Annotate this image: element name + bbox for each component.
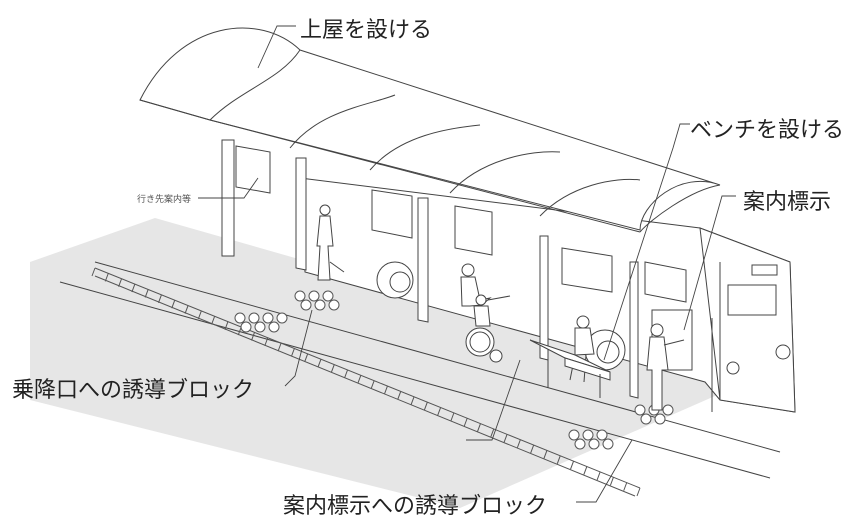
label-boarding-guide-block: 乗降口への誘導ブロック (12, 378, 255, 403)
tactile-tick (609, 477, 614, 486)
leader-bench (603, 123, 690, 361)
warning-blocks-boarding (234, 290, 340, 333)
tactile-tick (91, 267, 96, 277)
tactile-tick (264, 337, 269, 346)
tactile-tick (370, 380, 375, 389)
label-roof: 上屋を設ける (300, 18, 433, 43)
tactile-tick (570, 460, 575, 470)
tactile-tick (197, 310, 202, 320)
tactile-tick (344, 369, 349, 379)
tactile-tick (503, 434, 508, 443)
warning-blocks-sign (568, 404, 674, 450)
tactile-tick (224, 321, 229, 330)
tactile-tick (357, 375, 362, 384)
tactile-tick (450, 412, 455, 422)
tactile-tick (583, 466, 588, 475)
tactile-tick (490, 428, 495, 438)
person-at-door (316, 204, 345, 281)
tactile-tick (211, 316, 216, 325)
tactile-tick (636, 487, 641, 497)
tactile-tick (437, 407, 442, 416)
tactile-tick (277, 342, 282, 352)
tactile-tick (251, 332, 255, 341)
destination-sign-board (235, 145, 271, 194)
tactile-tick (144, 289, 149, 298)
bench (529, 339, 611, 398)
wheelchair-user (465, 294, 511, 363)
tactile-tick (623, 482, 628, 491)
curb-line-2 (59, 281, 771, 479)
tactile-tick (118, 278, 123, 287)
tactile-tick (463, 418, 468, 427)
tactile-tick (516, 439, 521, 448)
tactile-tick (423, 401, 428, 411)
leader-boarding-block (284, 309, 313, 387)
label-destination-sign: 行き先案内等 (137, 195, 192, 205)
leader-sign-block (576, 439, 633, 503)
tactile-tick (184, 305, 189, 314)
label-sign-guide-block: 案内標示への誘導ブロック (283, 494, 548, 519)
tactile-tick (157, 294, 162, 304)
label-guide-sign: 案内標示 (743, 190, 832, 215)
label-bench: ベンチを設ける (690, 118, 845, 143)
curb-line (94, 261, 781, 453)
tactile-tick (530, 444, 535, 454)
tactile-tick (477, 423, 481, 432)
tactile-tick (304, 353, 309, 363)
tactile-tick (383, 385, 388, 395)
tactile-tick (290, 348, 295, 357)
leader-destination (198, 177, 259, 199)
tactile-tick (556, 455, 561, 464)
tactile-tick (171, 300, 176, 309)
tactile-tick (543, 450, 548, 459)
shelter-roof (139, 27, 721, 233)
tactile-tick (131, 283, 136, 293)
leader-bench-lower (466, 359, 521, 441)
leader-guide-sign (683, 195, 736, 331)
tactile-tick (317, 359, 322, 368)
tactile-path-ticks (91, 267, 641, 497)
tactile-tick (104, 273, 109, 282)
tactile-tick (397, 391, 402, 400)
person-at-sign (646, 323, 685, 411)
sidewalk-area (30, 218, 740, 508)
leader-roof (257, 25, 296, 69)
tactile-tick (596, 471, 601, 481)
tactile-tick (410, 396, 415, 405)
tactile-tick (330, 364, 335, 373)
leader-lines (198, 25, 736, 503)
